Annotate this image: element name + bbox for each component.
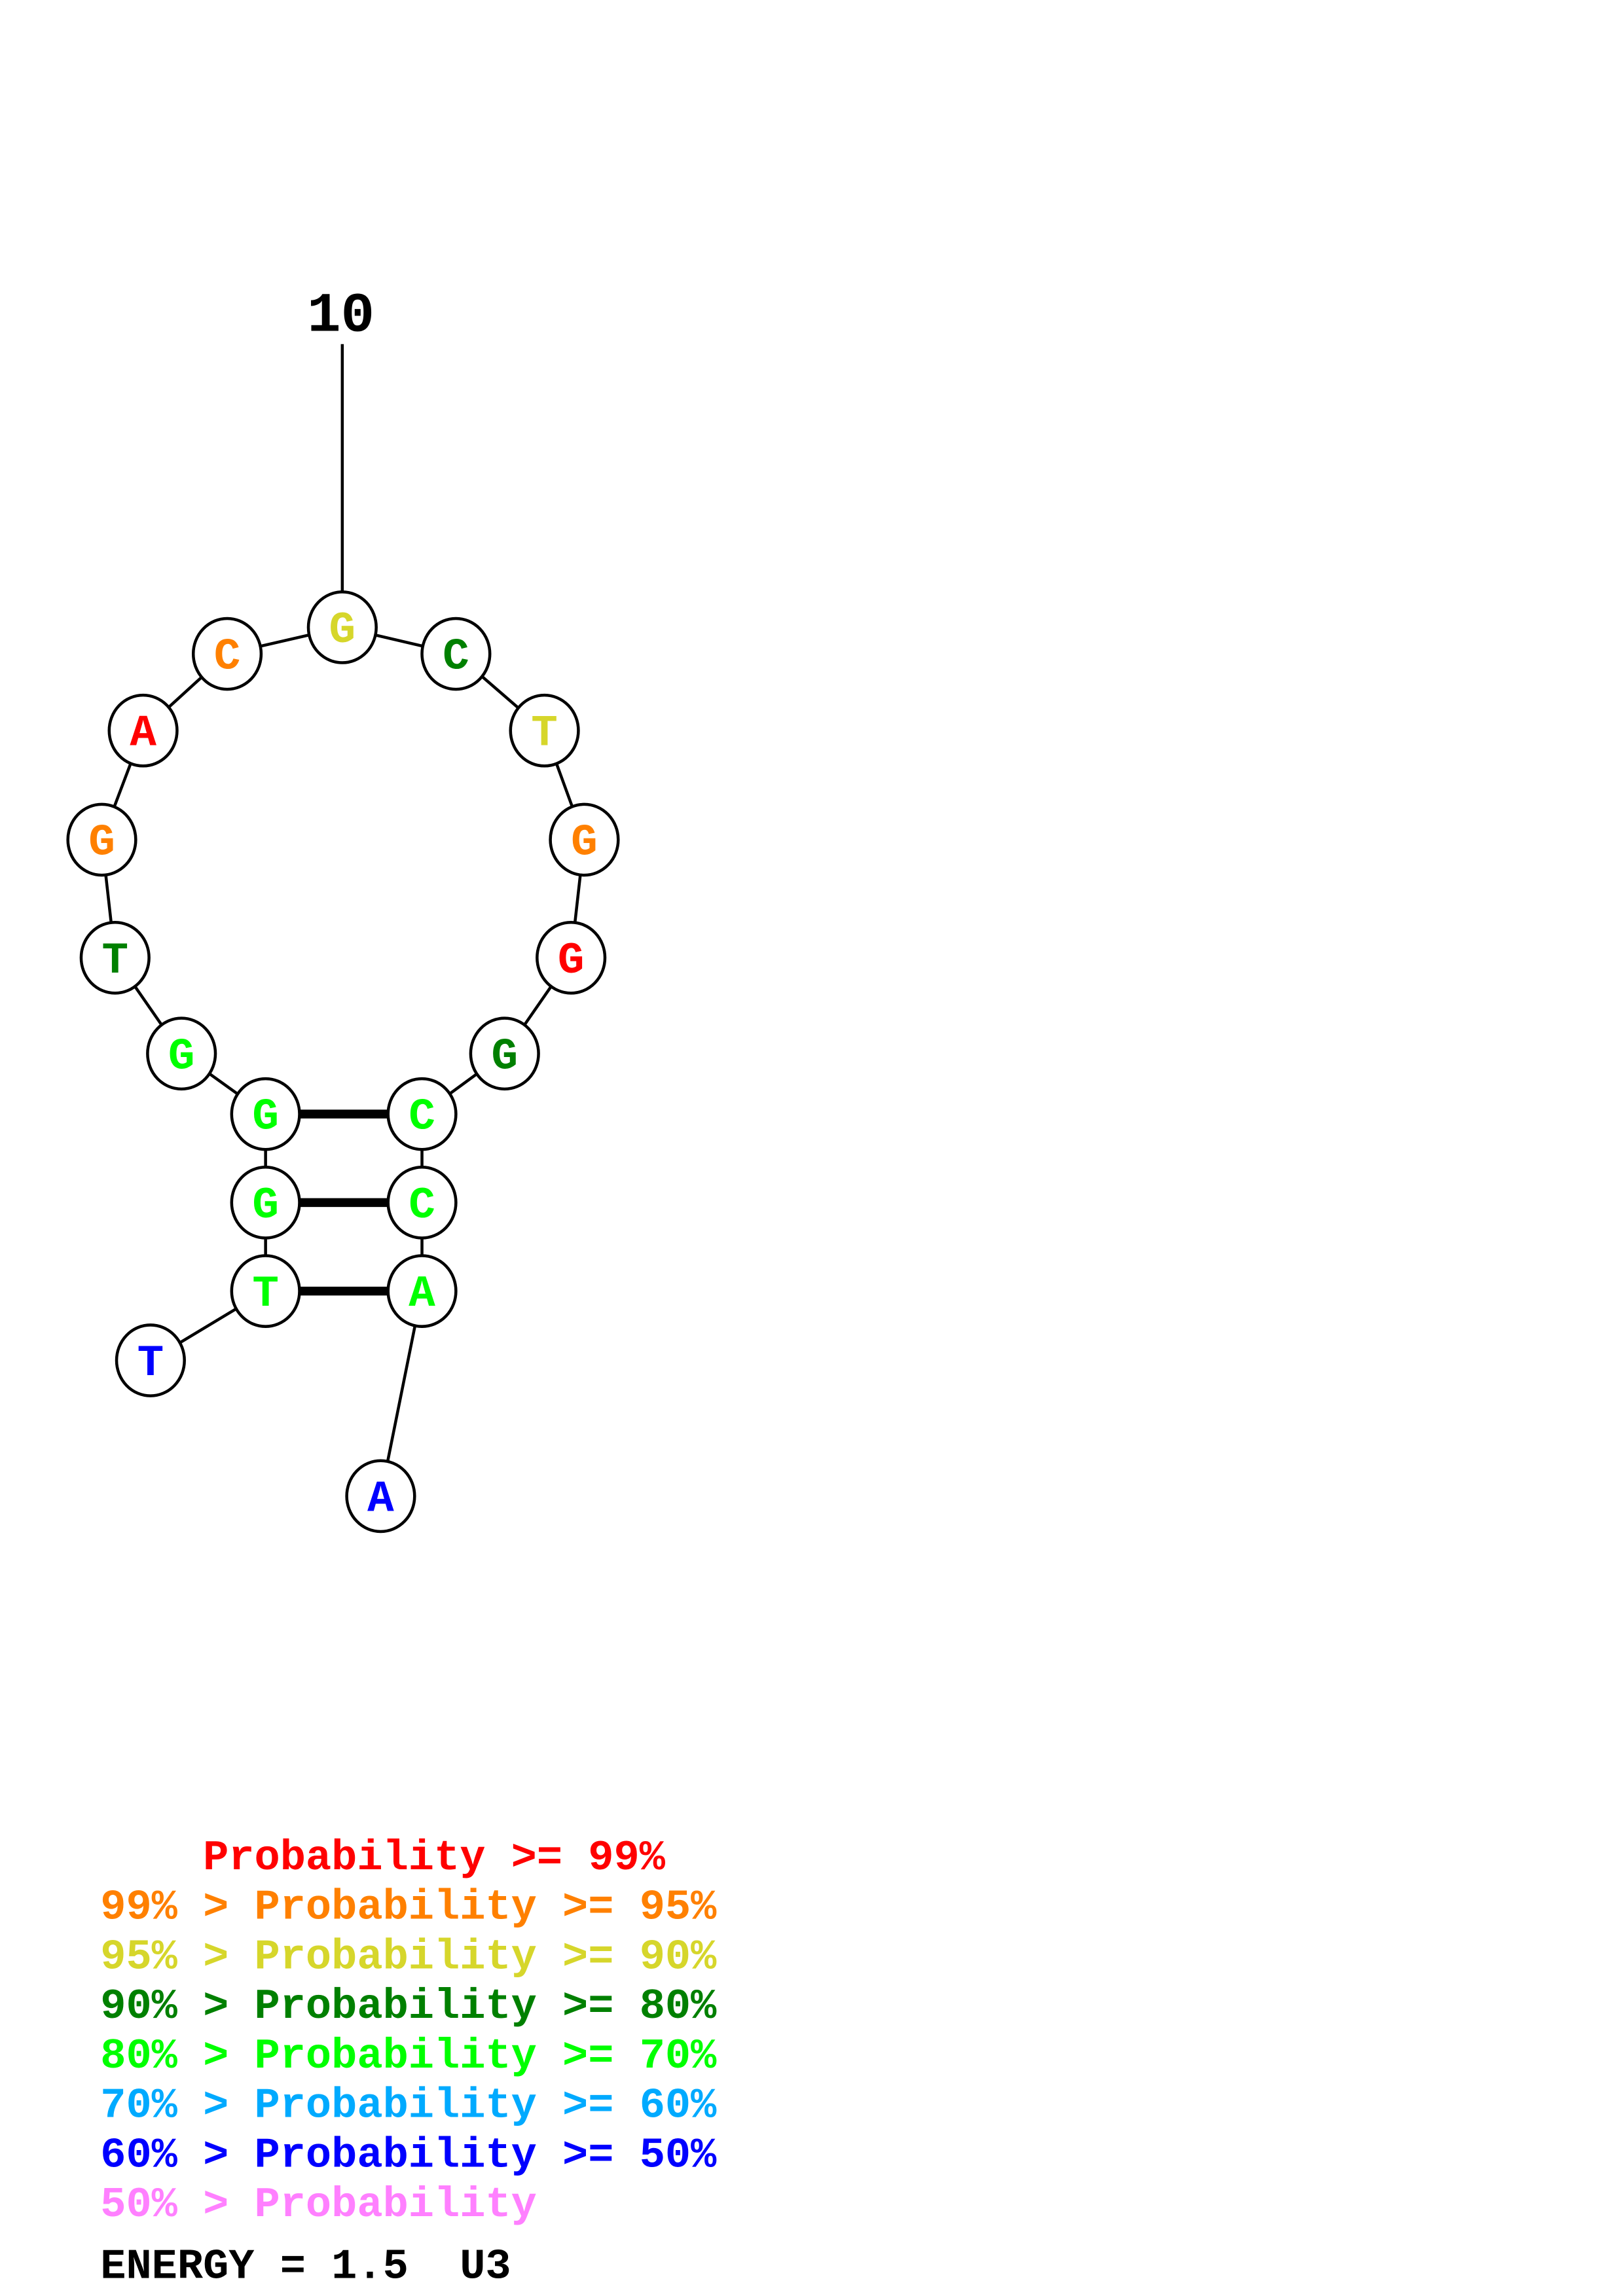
nucleotide-base: G [491, 1032, 518, 1082]
nucleotide-circle [420, 617, 492, 691]
nucleotide-3: G [230, 1166, 301, 1240]
nucleotide-circle [509, 693, 580, 768]
nucleotide-16: C [386, 1077, 458, 1151]
nucleotide-circle [230, 1166, 301, 1240]
nucleotide-base: A [409, 1270, 435, 1319]
nucleotide-circle [345, 1459, 416, 1534]
nucleotide-circle [66, 802, 137, 877]
nucleotide-8: A [107, 693, 179, 768]
nucleotide-base: G [252, 1181, 279, 1231]
nucleotide-7: G [66, 802, 137, 877]
nucleotide-base: G [88, 819, 115, 869]
nucleotide-19: A [345, 1459, 416, 1534]
nucleotide-5: G [146, 1016, 217, 1091]
nucleotide-circle [107, 693, 179, 768]
nucleotide-circle [230, 1077, 301, 1151]
legend-row: 70% > Probability >= 60% [100, 2082, 717, 2130]
legend-row: 50% > Probability [100, 2181, 537, 2229]
nucleotide-base: C [409, 1093, 435, 1143]
nucleotide-6: T [79, 920, 151, 995]
nucleotide-base: C [409, 1181, 435, 1231]
nucleotide-11: C [420, 617, 492, 691]
legend-row: 99% > Probability >= 95% [100, 1884, 717, 1932]
nucleotide-base: A [367, 1475, 394, 1524]
nucleotide-base: C [214, 633, 241, 683]
nucleotide-base: T [252, 1270, 279, 1319]
nucleotide-1: T [115, 1323, 186, 1397]
nucleotide-18: A [386, 1254, 458, 1328]
legend-row: 80% > Probability >= 70% [100, 2032, 717, 2081]
nucleotide-circle [79, 920, 151, 995]
nucleotide-10: G [306, 590, 378, 664]
nucleotide-circle [386, 1166, 458, 1240]
nucleotide-base: G [168, 1032, 195, 1082]
nucleotide-base: A [130, 709, 156, 759]
probability-legend: Probability >= 99%99% > Probability >= 9… [100, 1834, 717, 2229]
nucleotide-base: C [443, 633, 469, 683]
nucleotide-circle [115, 1323, 186, 1397]
nucleotide-circle [469, 1016, 540, 1091]
nucleotide-base: G [252, 1093, 279, 1143]
nucleotide-15: G [469, 1016, 540, 1091]
nucleotide-4: G [230, 1077, 301, 1151]
nucleotide-circle [386, 1077, 458, 1151]
nucleotide-13: G [549, 802, 620, 877]
legend-row: 95% > Probability >= 90% [100, 1933, 717, 1981]
nucleotide-17: C [386, 1166, 458, 1240]
nucleotide-base: G [558, 937, 585, 986]
nucleotide-9: C [191, 617, 263, 691]
nucleotide-14: G [536, 920, 607, 995]
nucleotide-circle [386, 1254, 458, 1328]
nucleotide-base: G [571, 819, 598, 869]
legend-row: 60% > Probability >= 50% [100, 2131, 717, 2179]
nucleotide-12: T [509, 693, 580, 768]
nucleotide-circle [191, 617, 263, 691]
nucleotide-base: T [137, 1339, 164, 1389]
nucleotide-2: T [230, 1254, 301, 1328]
nucleotide-circle [549, 802, 620, 877]
nucleotide-base: G [329, 606, 356, 656]
nucleotide-circle [306, 590, 378, 664]
nucleotide-circle [146, 1016, 217, 1091]
energy-label: ENERGY = 1.5 U3 [100, 2242, 511, 2291]
legend-row: 90% > Probability >= 80% [100, 1982, 717, 2031]
nucleotide-circle [536, 920, 607, 995]
position-label: 10 [307, 284, 374, 348]
legend-row: Probability >= 99% [100, 1834, 665, 1882]
nucleotide-circle [230, 1254, 301, 1328]
nucleotide-base: T [101, 937, 128, 986]
nucleotide-base: T [531, 709, 558, 759]
